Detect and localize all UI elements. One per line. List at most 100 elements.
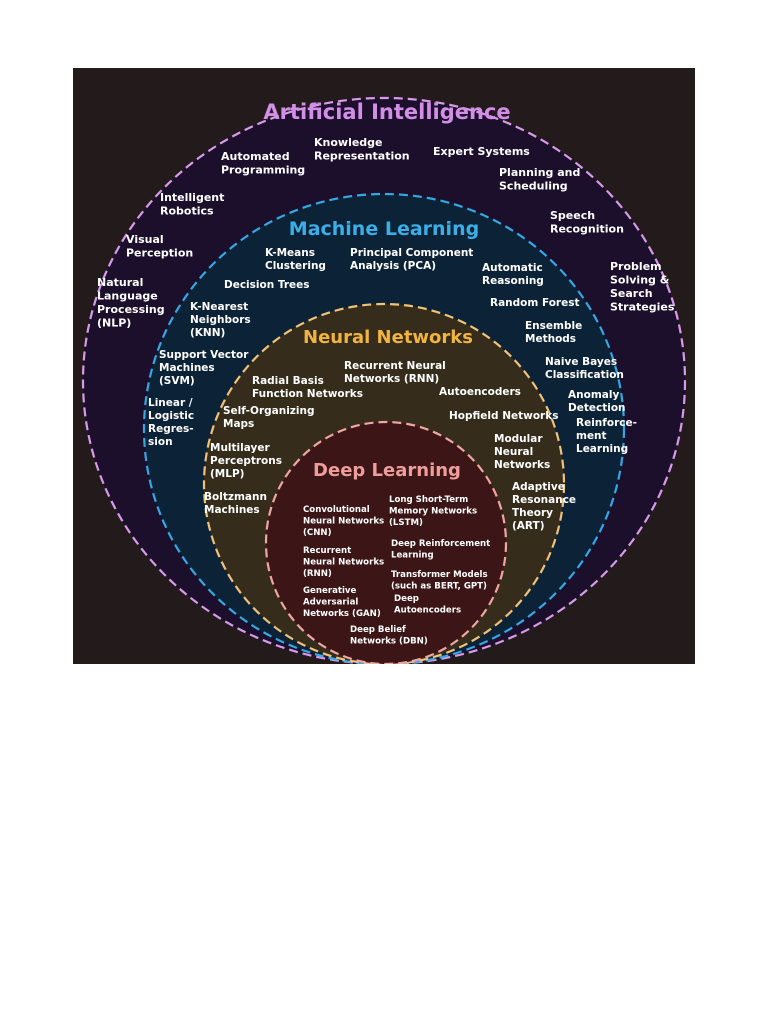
label-ml-0-line-1: Clustering <box>265 260 326 272</box>
label-nn-1-line-0: Radial Basis <box>252 375 324 387</box>
label-dl-5-line-2: Networks (GAN) <box>303 609 381 619</box>
label-nn-5-line-2: (MLP) <box>210 468 244 480</box>
label-dl-6-line-0: Deep <box>394 594 419 604</box>
label-ai-5-line-1: Recognition <box>550 223 624 236</box>
label-ai-7-line-0: Problem <box>610 260 662 273</box>
label-nn-6-line-1: Neural <box>494 446 533 458</box>
label-nn-7-line-1: Resonance <box>512 494 576 506</box>
label-dl-0-line-1: Neural Networks <box>303 517 384 527</box>
ai-nested-diagram: Artificial Intelligence Machine Learning… <box>73 68 695 664</box>
label-ai-2-line-0: Expert Systems <box>433 145 530 158</box>
label-ml-9-line-1: Detection <box>568 402 626 414</box>
label-ml-1-line-0: Principal Component <box>350 247 473 259</box>
label-ml-0-line-0: K-Means <box>265 247 315 259</box>
label-ai-8-line-3: (NLP) <box>97 317 131 330</box>
label-nn-4: Hopfield Networks <box>449 410 558 422</box>
label-ml-6-line-1: Methods <box>525 333 576 345</box>
label-nn-5-line-1: Perceptrons <box>210 455 282 467</box>
label-dl-4-line-1: (such as BERT, GPT) <box>391 582 487 592</box>
label-ml-1-line-1: Analysis (PCA) <box>350 260 436 272</box>
ring-machine-learning-border <box>142 192 626 664</box>
label-dl-4: Transformer Models (such as BERT, GPT) <box>391 570 488 592</box>
label-dl-1-line-0: Long Short-Term <box>389 495 468 505</box>
ml-title: Machine Learning <box>289 218 479 240</box>
label-ai-4-line-0: Intelligent <box>160 191 224 204</box>
label-nn-8-line-0: Boltzmann <box>204 491 267 503</box>
ai-title: Artificial Intelligence <box>263 100 510 124</box>
label-ml-11-line-1: ment <box>576 430 607 442</box>
label-ml-5: Random Forest <box>490 297 580 309</box>
label-ai-2: Expert Systems <box>433 145 530 158</box>
label-nn-8-line-1: Machines <box>204 504 260 516</box>
dl-title: Deep Learning <box>313 460 461 481</box>
label-ai-8-line-2: Processing <box>97 303 165 316</box>
label-ml-7-line-2: (SVM) <box>159 375 195 387</box>
label-ai-6-line-1: Perception <box>126 247 193 260</box>
ring-deep-learning <box>266 422 506 664</box>
label-ml-11-line-2: Learning <box>576 443 628 455</box>
label-ai-7-line-1: Solving & <box>610 274 670 287</box>
label-ml-6-line-0: Ensemble <box>525 320 582 332</box>
label-ml-10-line-1: Logistic <box>148 410 194 422</box>
label-nn-6-line-0: Modular <box>494 433 543 445</box>
label-dl-3-line-2: (RNN) <box>303 569 332 579</box>
label-dl-3-line-1: Neural Networks <box>303 558 384 568</box>
label-nn-2-line-0: Autoencoders <box>439 386 521 398</box>
label-ml-4-line-0: K-Nearest <box>190 301 248 313</box>
label-ml-7-line-0: Support Vector <box>159 349 249 361</box>
label-ai-1-line-0: Automated <box>221 150 290 163</box>
label-dl-4-line-0: Transformer Models <box>391 570 488 580</box>
label-ml-2: Decision Trees <box>224 279 310 291</box>
label-dl-7-line-1: Networks (DBN) <box>350 637 428 647</box>
label-nn-7-line-0: Adaptive <box>512 481 565 493</box>
label-nn-2: Autoencoders <box>439 386 521 398</box>
label-ml-11-line-0: Reinforce- <box>576 417 637 429</box>
label-nn-0-line-0: Recurrent Neural <box>344 360 446 372</box>
label-ai-3-line-1: Scheduling <box>499 180 568 193</box>
nn-title: Neural Networks <box>303 327 473 348</box>
label-ml-3-line-0: Automatic <box>482 262 543 274</box>
label-nn-5-line-0: Multilayer <box>210 442 270 454</box>
label-ml-10-line-2: Regres- <box>148 423 194 435</box>
label-dl-5-line-1: Adversarial <box>303 598 358 608</box>
label-ai-6-line-0: Visual <box>126 233 164 246</box>
label-ai-7-line-2: Search <box>610 287 653 300</box>
label-ml-7-line-1: Machines <box>159 362 215 374</box>
label-ml-9-line-0: Anomaly <box>568 389 619 401</box>
label-ml-10-line-3: sion <box>148 436 173 448</box>
label-nn-6-line-2: Networks <box>494 459 550 471</box>
label-ml-4-line-1: Neighbors <box>190 314 251 326</box>
label-ai-5-line-0: Speech <box>550 209 595 222</box>
label-ai-4-line-1: Robotics <box>160 205 214 218</box>
label-ml-8-line-0: Naive Bayes <box>545 356 617 368</box>
label-nn-3-line-1: Maps <box>223 418 254 430</box>
ring-neural-networks-border <box>202 302 566 664</box>
label-ml-3-line-1: Reasoning <box>482 275 544 287</box>
ring-deep-learning-border <box>264 420 508 664</box>
label-dl-2-line-0: Deep Reinforcement <box>391 539 490 549</box>
